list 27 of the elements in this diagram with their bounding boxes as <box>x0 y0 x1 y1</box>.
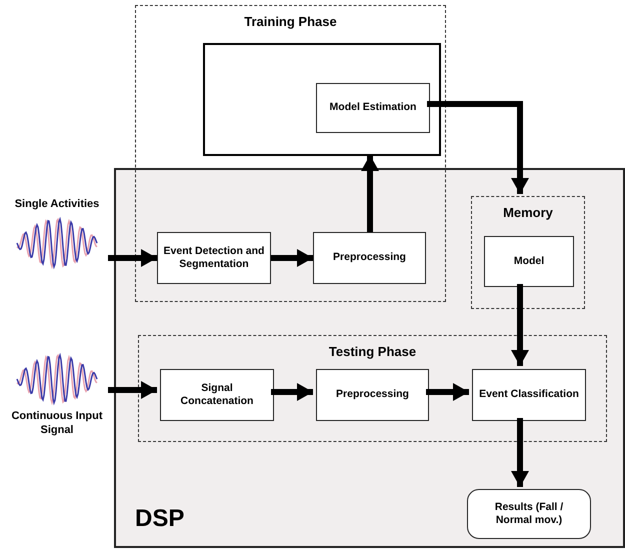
process-box: Model Estimation <box>316 83 430 133</box>
process-box: Model <box>484 236 574 287</box>
arrow <box>426 383 469 401</box>
signal-label: Continuous Input Signal <box>10 410 104 438</box>
group-title: Memory <box>503 204 553 222</box>
arrow <box>271 383 313 401</box>
arrow <box>511 284 529 366</box>
arrow <box>427 101 529 194</box>
dashed-group-frame <box>138 335 607 442</box>
signal-label: Single Activities <box>14 198 100 212</box>
process-box: Preprocessing <box>316 369 429 421</box>
result-box: Results (Fall / Normal mov.) <box>467 489 591 539</box>
arrow <box>271 249 313 267</box>
process-box: Event Detection and Segmentation <box>157 232 271 284</box>
dashed-group-frame <box>471 196 585 309</box>
group-title: Testing Phase <box>328 343 416 361</box>
arrow <box>511 418 529 487</box>
dsp-panel <box>114 168 625 548</box>
arrow <box>108 381 157 399</box>
process-box: Preprocessing <box>313 232 426 284</box>
process-box: Event Classification <box>472 369 586 421</box>
group-title: Training Phase <box>244 13 337 31</box>
empty-box <box>203 43 441 156</box>
arrow <box>361 155 379 232</box>
panel-title: DSP <box>135 505 184 532</box>
process-box: Signal Concatenation <box>160 369 274 421</box>
arrow <box>108 249 157 267</box>
